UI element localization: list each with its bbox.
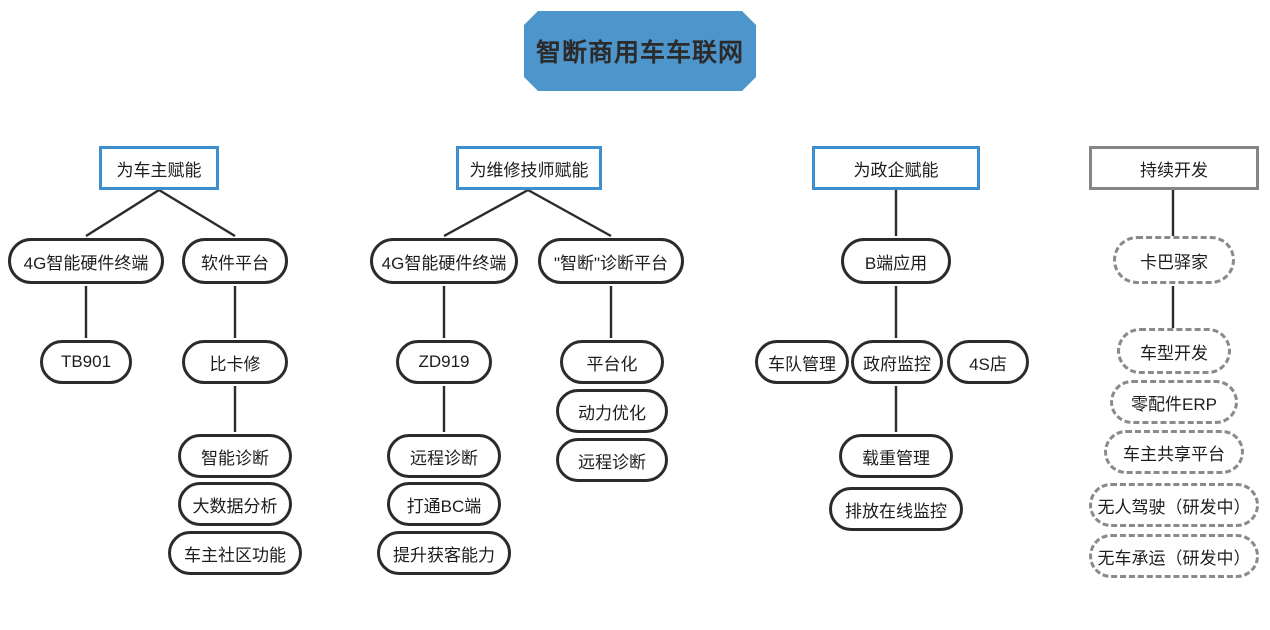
node-c2-zhiduan-platform[interactable]: "智断"诊断平台 [538, 238, 684, 284]
node-c2-connect-bc[interactable]: 打通BC端 [387, 482, 501, 526]
node-c4-truckless-carrier[interactable]: 无车承运（研发中） [1089, 534, 1259, 578]
node-c3-emission-monitoring[interactable]: 排放在线监控 [829, 487, 963, 531]
node-c3-4s-store[interactable]: 4S店 [947, 340, 1029, 384]
diagram-title: 智断商用车车联网 [524, 11, 756, 91]
node-c2-platformization[interactable]: 平台化 [560, 340, 664, 384]
node-c4-owner-sharing-platform[interactable]: 车主共享平台 [1104, 430, 1244, 474]
column-header-car-owner[interactable]: 为车主赋能 [99, 146, 219, 190]
node-c1-4g-terminal[interactable]: 4G智能硬件终端 [8, 238, 164, 284]
node-c3-load-management[interactable]: 载重管理 [839, 434, 953, 478]
node-c2-remote-diagnosis[interactable]: 远程诊断 [387, 434, 501, 478]
node-c3-b-side-app[interactable]: B端应用 [841, 238, 951, 284]
node-c4-vehicle-model-dev[interactable]: 车型开发 [1117, 328, 1231, 374]
column-header-gov-enterprise[interactable]: 为政企赋能 [812, 146, 980, 190]
column-header-technician[interactable]: 为维修技师赋能 [456, 146, 602, 190]
node-c1-big-data-analysis[interactable]: 大数据分析 [178, 482, 292, 526]
node-c2-remote-diagnosis-2[interactable]: 远程诊断 [556, 438, 668, 482]
column-header-continuous-dev[interactable]: 持续开发 [1089, 146, 1259, 190]
node-c1-software-platform[interactable]: 软件平台 [182, 238, 288, 284]
node-c1-smart-diagnosis[interactable]: 智能诊断 [178, 434, 292, 478]
node-c2-4g-terminal[interactable]: 4G智能硬件终端 [370, 238, 518, 284]
node-c1-bikaxiu[interactable]: 比卡修 [182, 340, 288, 384]
node-c3-fleet-management[interactable]: 车队管理 [755, 340, 849, 384]
node-c2-power-optimization[interactable]: 动力优化 [556, 389, 668, 433]
node-c4-autonomous-driving[interactable]: 无人驾驶（研发中） [1089, 483, 1259, 527]
node-c2-zd919[interactable]: ZD919 [396, 340, 492, 384]
node-c2-customer-acquisition[interactable]: 提升获客能力 [377, 531, 511, 575]
node-c4-kabayijia[interactable]: 卡巴驿家 [1113, 236, 1235, 284]
node-c1-owner-community[interactable]: 车主社区功能 [168, 531, 302, 575]
node-c1-tb901[interactable]: TB901 [40, 340, 132, 384]
node-c3-government-monitoring[interactable]: 政府监控 [851, 340, 943, 384]
node-c4-parts-erp[interactable]: 零配件ERP [1110, 380, 1238, 424]
